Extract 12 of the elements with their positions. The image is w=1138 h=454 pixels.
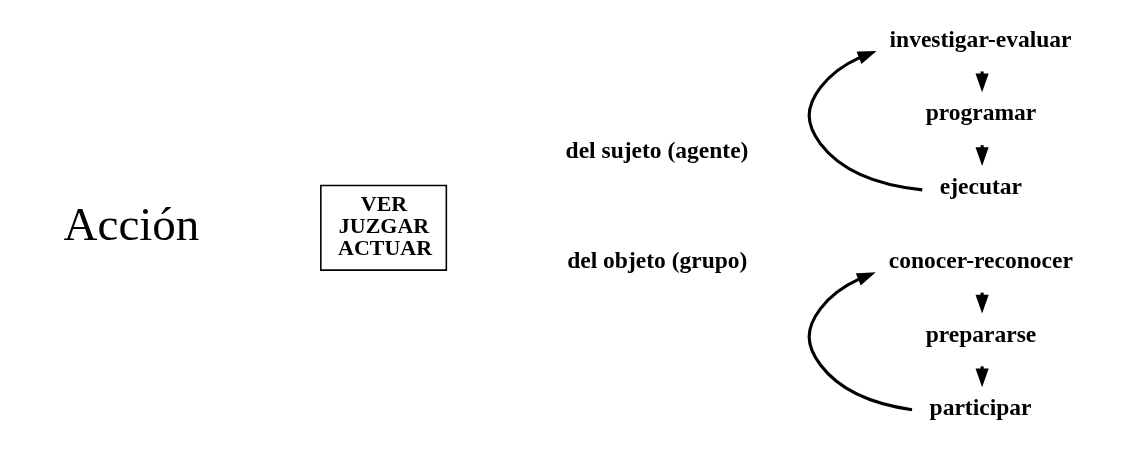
node-text: investigar-evaluar	[889, 25, 1072, 52]
node-text: ejecutar	[939, 173, 1022, 200]
node-text: conocer-reconocer	[888, 246, 1073, 273]
node-text: prepararse	[925, 320, 1036, 347]
node-box: VER JUZGAR ACTUAR	[319, 184, 447, 271]
node-text: del objeto (grupo)	[566, 246, 747, 273]
arrow	[807, 50, 922, 192]
node-text: Acción	[63, 197, 199, 250]
node-text: participar	[929, 394, 1031, 421]
node-text: programar	[925, 99, 1036, 126]
arrow	[807, 272, 912, 412]
node-text: del sujeto (agente)	[565, 136, 748, 163]
